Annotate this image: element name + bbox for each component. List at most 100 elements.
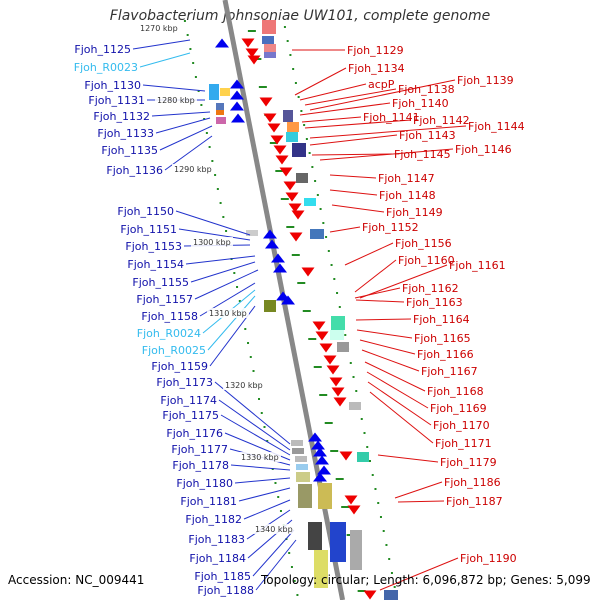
label-leader-line — [354, 259, 397, 293]
ruler-tick — [286, 226, 295, 228]
ruler-dot — [288, 552, 291, 554]
label-leader-line — [361, 349, 420, 372]
label-leader-line — [299, 83, 367, 101]
gene-label-right: Fjoh_1186 — [444, 476, 501, 489]
ruler-tick — [302, 310, 311, 312]
gene-feature-block — [295, 456, 307, 462]
reverse-gene-arrow — [339, 451, 353, 461]
gene-label-right: Fjoh_1162 — [402, 282, 459, 295]
gene-label-left: Fjoh_1157 — [136, 293, 193, 306]
gene-label-left: Fjoh_1125 — [74, 43, 131, 56]
forward-gene-arrow — [313, 447, 327, 457]
gene-label-right: Fjoh_1165 — [414, 332, 471, 345]
ruler-label: 1340 kbp — [255, 525, 293, 534]
ruler-tick — [291, 254, 300, 256]
gene-feature-block — [264, 44, 276, 52]
accession-text: Accession: NC_009441 — [8, 573, 145, 587]
ruler-tick — [258, 86, 267, 88]
label-leader-line — [329, 174, 377, 179]
ruler-dot — [252, 370, 255, 372]
reverse-gene-arrow — [333, 397, 347, 407]
gene-feature-block — [283, 110, 293, 122]
label-leader-line — [356, 329, 413, 339]
ruler-dot — [216, 188, 219, 190]
ruler-label-bg — [223, 380, 265, 390]
gene-feature-block — [318, 483, 332, 509]
gene-label-left: Fjoh_1175 — [162, 409, 219, 422]
gene-feature-block — [296, 472, 310, 482]
gene-feature-block — [296, 464, 308, 470]
forward-gene-arrow — [281, 295, 295, 305]
ruler-dot — [263, 426, 266, 428]
reverse-gene-arrow — [273, 145, 287, 155]
gene-label-right: Fjoh_1187 — [446, 495, 503, 508]
gene-label-right: Fjoh_1170 — [433, 419, 490, 432]
gene-feature-block — [262, 36, 274, 44]
ruler-dot — [211, 160, 214, 162]
gene-label-left: Fjoh_1185 — [194, 570, 251, 583]
gene-label-right: Fjoh_1140 — [392, 97, 449, 110]
gene-feature-block — [310, 229, 324, 239]
gene-label-right: Fjoh_1164 — [413, 313, 470, 326]
ruler-label-bg — [172, 164, 214, 174]
ruler-label-bg — [207, 308, 249, 318]
gene-label-right: Fjoh_1161 — [449, 259, 506, 272]
gene-label-left: Fjoh_1182 — [185, 513, 242, 526]
gene-feature-block — [292, 448, 304, 454]
ruler-dot — [300, 110, 303, 112]
ruler-tick — [330, 450, 339, 452]
label-leader-line — [379, 557, 459, 591]
label-leader-line — [230, 464, 291, 471]
gene-feature-block — [357, 452, 369, 462]
forward-gene-arrow — [215, 38, 229, 48]
reverse-gene-arrow — [288, 203, 302, 213]
gene-label-right: Fjoh_1139 — [457, 74, 514, 87]
ruler-dot — [352, 376, 355, 378]
gene-label-right: Fjoh_1152 — [362, 221, 419, 234]
gene-label-left: Fjoh_1178 — [172, 459, 229, 472]
gene-label-left: Fjoh_1174 — [160, 394, 217, 407]
gene-feature-block — [216, 117, 226, 124]
ruler-dot — [327, 250, 330, 252]
ruler-dot — [314, 180, 317, 182]
label-leader-line — [252, 529, 295, 577]
label-leader-line — [301, 116, 362, 123]
label-leader-line — [309, 134, 398, 146]
ruler-dot — [274, 482, 277, 484]
label-leader-line — [331, 204, 385, 213]
ruler-dot — [374, 488, 377, 490]
gene-label-right: Fjoh_1146 — [455, 143, 512, 156]
reverse-gene-arrow — [319, 343, 333, 353]
topology-text: Topology: circular; Length: 6,096,872 bp… — [261, 573, 591, 587]
gene-feature-block — [209, 84, 219, 100]
gene-label-right: Fjoh_1167 — [421, 365, 478, 378]
label-leader-line — [207, 295, 256, 351]
ruler-tick — [341, 506, 350, 508]
label-leader-line — [175, 210, 251, 236]
label-leader-line — [359, 339, 416, 355]
ruler-tick — [319, 394, 328, 396]
ruler-label: 1280 kbp — [157, 96, 195, 105]
gene-label-left: Fjoh_1177 — [171, 443, 228, 456]
reverse-gene-arrow — [283, 181, 297, 191]
gene-feature-block — [350, 530, 362, 570]
gene-feature-block — [331, 316, 345, 330]
gene-label-right: Fjoh_1145 — [394, 148, 451, 161]
ruler-tick — [335, 478, 344, 480]
ruler-dot — [194, 76, 197, 78]
forward-gene-arrow — [265, 239, 279, 249]
ruler-label: 1300 kbp — [193, 238, 231, 247]
gene-label-right: Fjoh_1169 — [430, 402, 487, 415]
gene-feature-block — [304, 198, 316, 206]
ruler-dot — [382, 530, 385, 532]
ruler-dot — [225, 230, 228, 232]
label-leader-line — [355, 318, 412, 321]
gene-label-left: Fjoh_1188 — [197, 584, 254, 597]
gene-label-left: Fjoh_1154 — [127, 258, 184, 271]
ruler-dot — [249, 356, 252, 358]
ruler-dot — [371, 474, 374, 476]
ruler-dot — [258, 398, 261, 400]
gene-label-right: Fjoh_1166 — [417, 348, 474, 361]
reverse-gene-arrow — [326, 365, 340, 375]
ruler-dot — [205, 132, 208, 134]
